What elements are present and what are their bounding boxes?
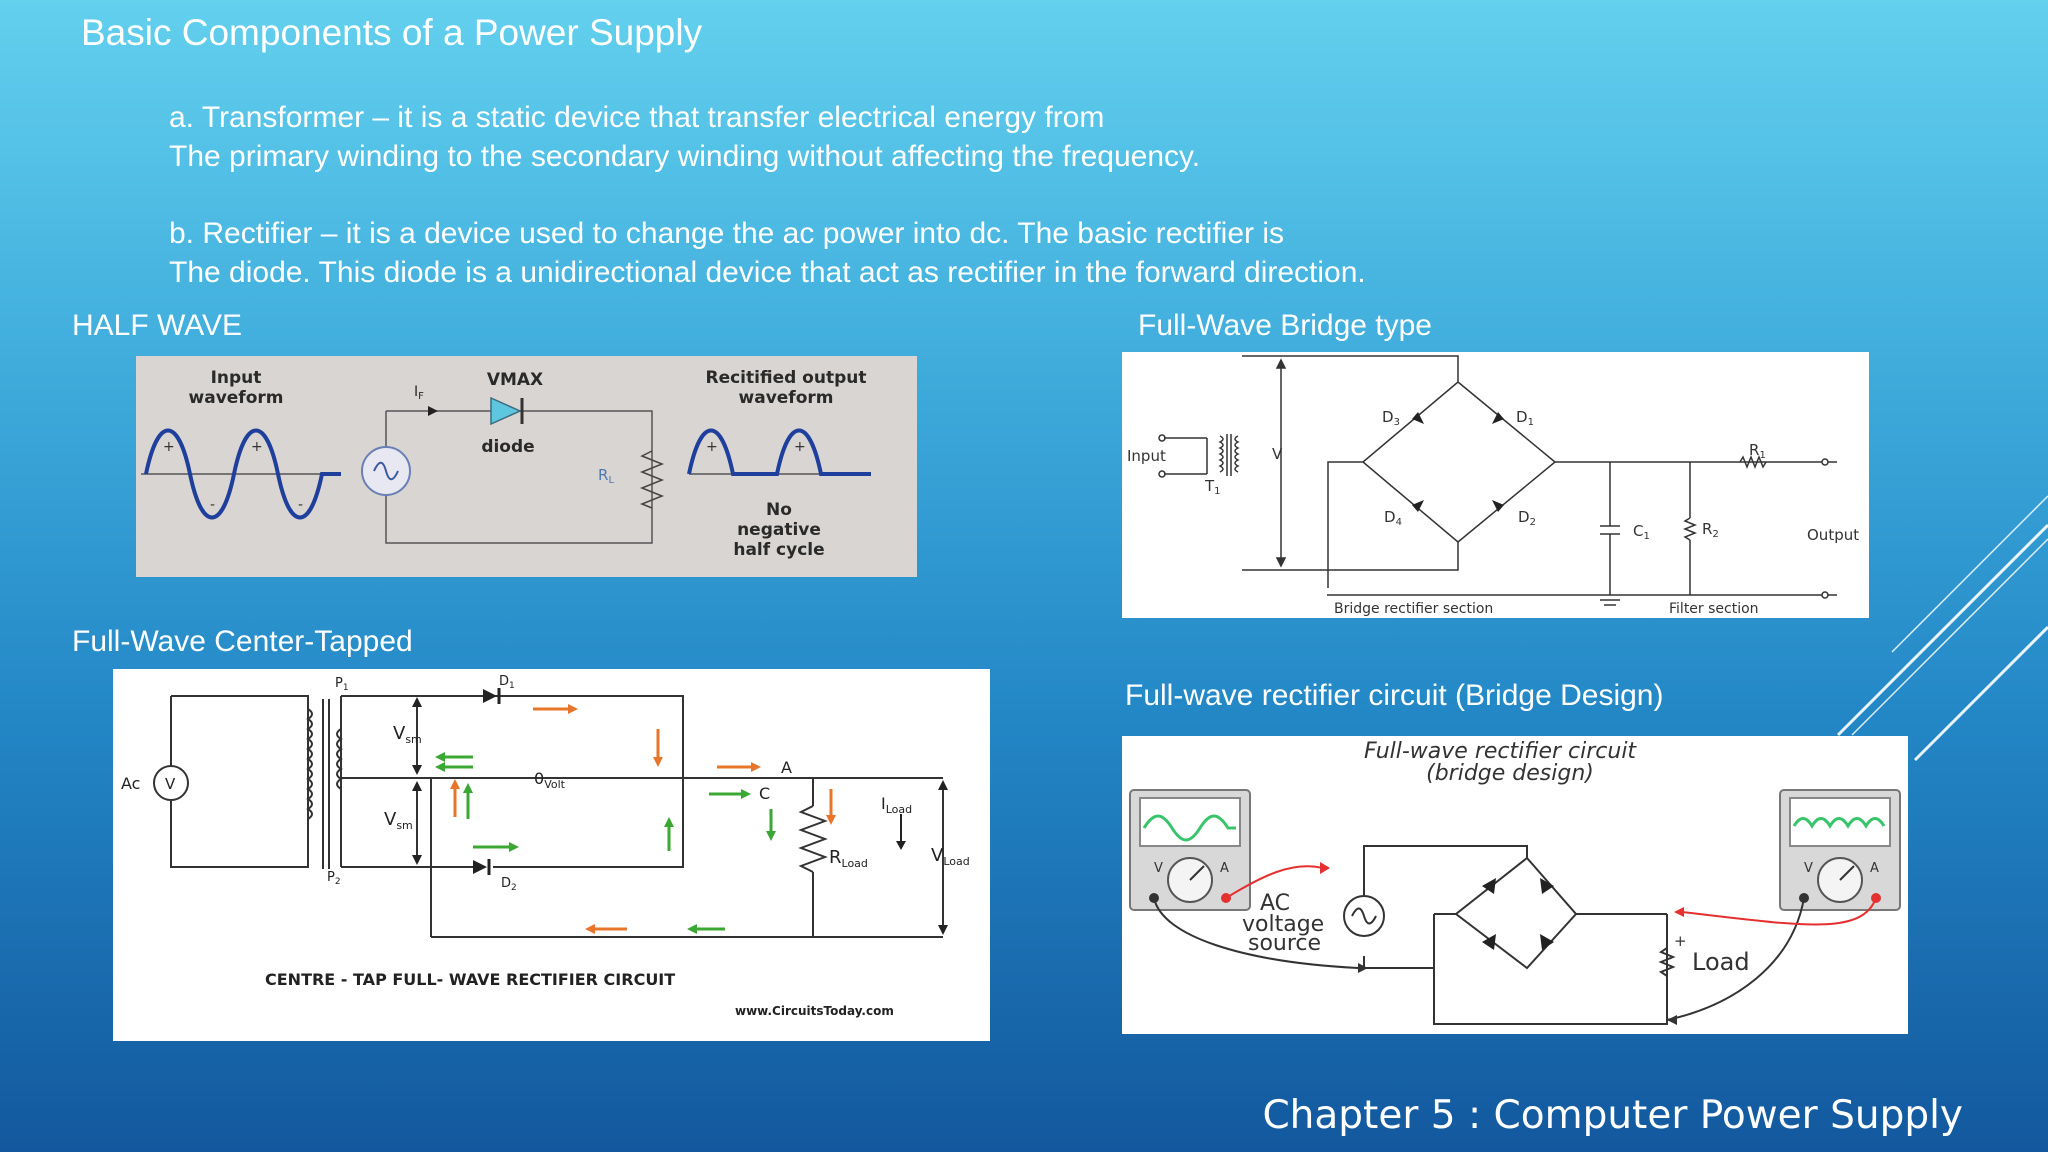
bridge-section-label: Bridge rectifier section [1334,601,1493,617]
rl-label: RL [598,466,614,486]
vmax-label: VMAX [487,370,543,390]
svg-text:V: V [1804,861,1813,876]
load-resistor-icon [639,450,665,509]
vload-label: VLoad [931,845,970,868]
bridge-type-diagram: Input T1 V D3 D1 D4 D2 C1 R1 R2 Output B… [1122,352,1869,618]
iload-label: ILoad [881,794,912,816]
bridge-design-caption: Full-wave rectifier circuit (Bridge Desi… [1125,679,1664,712]
v-symbol: V [165,775,176,793]
left-oscilloscope-icon: V A [1129,789,1251,911]
no-negative-3: half cycle [733,540,824,560]
rectifier-line-2: The diode. This diode is a unidirectiona… [169,256,1366,289]
ac-voltmeter-icon [153,765,189,801]
diode-icon [490,396,522,426]
zero-volt-label: 0Volt [534,769,566,791]
d4-label: D4 [1384,508,1402,528]
diode-label: diode [481,437,534,457]
no-negative-2: negative [737,520,821,540]
input-label-2: waveform [189,388,284,408]
d1-label: D1 [1516,408,1534,428]
current-arrow-icon [428,406,438,416]
p2-label: P2 [327,870,341,887]
p1-label: P1 [335,676,349,693]
ac-label-3: source [1248,931,1321,956]
svg-text:+: + [1674,932,1687,950]
current-flow-arrows-orange [450,704,836,934]
d2-label: D2 [1518,508,1536,528]
svg-text:A: A [1870,861,1879,876]
t1-label: T1 [1204,477,1221,497]
svg-text:+: + [706,439,718,455]
r1-label: R1 [1749,441,1766,461]
ac-label: Ac [121,774,140,793]
right-oscilloscope-icon: V A [1779,789,1901,911]
c1-label: C1 [1633,522,1650,542]
design-title-1: Full-wave rectifier circuit [1364,739,1637,764]
ac-label-2: voltage [1242,912,1324,937]
no-negative-1: No [766,500,792,520]
d3-label: D3 [1382,408,1400,428]
filter-section-label: Filter section [1669,601,1759,617]
v-label: V [1272,445,1283,463]
slide-title: Basic Components of a Power Supply [81,12,703,53]
bridge-diodes [1482,878,1554,950]
center-tapped-caption: Full-Wave Center-Tapped [72,625,413,658]
d2-label: D2 [501,876,517,893]
transformer-line-2: The primary winding to the secondary win… [169,140,1201,173]
circuit-title: CENTRE - TAP FULL- WAVE RECTIFIER CIRCUI… [265,970,675,989]
input-label: Input [1127,447,1166,465]
rectifier-paragraph: b. Rectifier – it is a device used to ch… [169,214,1366,292]
svg-text:+: + [251,439,263,455]
rectifier-line-1: b. Rectifier – it is a device used to ch… [169,217,1285,250]
svg-text:V: V [1154,861,1163,876]
rload-label: RLoad [829,847,868,870]
bridge-diodes [1412,412,1504,512]
output-label-1: Recitified output [705,368,866,388]
input-label-1: Input [211,368,262,388]
ac-label-1: AC [1260,891,1290,916]
r2-label: R2 [1702,520,1719,540]
credit-text: www.CircuitsToday.com [735,1004,894,1018]
svg-text:+: + [794,439,806,455]
output-label-2: waveform [739,388,834,408]
d1-label: D1 [499,674,515,691]
load-label: Load [1692,948,1750,976]
transformer-line-1: a. Transformer – it is a static device t… [169,101,1105,134]
diode-d2-icon [473,860,487,874]
chapter-footer: Chapter 5 : Computer Power Supply [1262,1093,1963,1138]
node-c-label: C [759,784,770,803]
svg-text:A: A [1220,861,1229,876]
center-tapped-diagram: Ac V P1 P2 D1 D2 Vsm Vsm 0Volt A C ILoad… [113,669,990,1041]
half-wave-caption: HALF WAVE [72,309,243,342]
vsm-upper-label: Vsm [393,723,422,746]
if-label: IF [414,384,424,402]
svg-text:-: - [298,497,303,513]
half-wave-diagram: Input waveform VMAX diode Recitified out… [136,356,917,577]
transformer-paragraph: a. Transformer – it is a static device t… [169,98,1200,176]
svg-text:+: + [163,439,175,455]
diode-d4-icon [1412,500,1424,512]
diode-d1-icon [1492,412,1504,424]
bridge-type-caption: Full-Wave Bridge type [1138,309,1432,342]
diode-d1-icon [483,689,497,703]
vsm-lower-label: Vsm [384,809,413,832]
output-wave [687,428,871,476]
bridge-design-diagram: Full-wave rectifier circuit (bridge desi… [1122,736,1908,1034]
output-label: Output [1807,526,1859,544]
node-a-label: A [781,758,792,777]
diode-d2-icon [1492,500,1504,512]
input-sine-wave [144,428,341,520]
current-flow-arrows-green [435,752,776,934]
design-title-2: (bridge design) [1426,761,1594,786]
diode-d3-icon [1412,412,1424,424]
svg-text:-: - [210,497,215,513]
probe-wires [1225,865,1877,926]
